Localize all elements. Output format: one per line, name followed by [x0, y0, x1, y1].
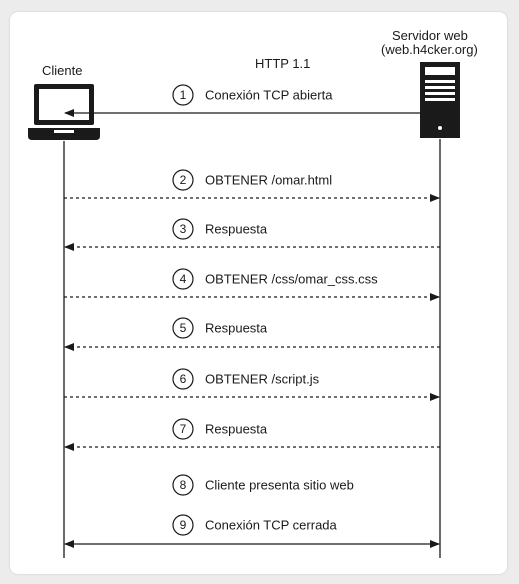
step-7: 7 Respuesta — [64, 418, 440, 451]
step-label: Respuesta — [205, 321, 268, 336]
step-number: 8 — [180, 478, 187, 492]
step-label: OBTENER /css/omar_css.css — [205, 272, 378, 287]
step-number-circle — [172, 368, 194, 390]
step-number: 6 — [180, 372, 187, 386]
step-number: 7 — [180, 422, 187, 436]
step-4: 4 OBTENER /css/omar_css.css — [64, 268, 440, 301]
step-number-circle — [172, 514, 194, 536]
step-5: 5 Respuesta — [64, 317, 440, 351]
step-number-circle — [172, 418, 194, 440]
step-3: 3 Respuesta — [64, 218, 440, 251]
step-1: 1 Conexión TCP abierta — [64, 84, 440, 117]
step-number: 2 — [180, 173, 187, 187]
client-label: Cliente — [42, 63, 83, 78]
step-label: OBTENER /omar.html — [205, 173, 332, 188]
server-tower-icon — [420, 62, 460, 138]
server-host-label: (web.h4cker.org) — [381, 42, 478, 57]
step-9: 9 Conexión TCP cerrada — [64, 514, 440, 548]
step-number-circle — [172, 218, 194, 240]
step-label: Conexión TCP cerrada — [205, 518, 338, 533]
step-number-circle — [172, 474, 194, 496]
step-number: 9 — [180, 518, 187, 532]
step-number: 4 — [180, 272, 187, 286]
step-6: 6 OBTENER /script.js — [64, 368, 440, 401]
step-label: Conexión TCP abierta — [205, 88, 333, 103]
step-number: 5 — [180, 321, 187, 335]
step-label: OBTENER /script.js — [205, 372, 320, 387]
step-number: 1 — [180, 88, 187, 102]
server-label: Servidor web — [392, 28, 468, 43]
protocol-title: HTTP 1.1 — [255, 56, 311, 71]
step-number-circle — [172, 169, 194, 191]
step-8: 8 Cliente presenta sitio web — [172, 474, 354, 496]
step-number-circle — [172, 268, 194, 290]
step-number-circle — [172, 317, 194, 339]
step-label: Respuesta — [205, 422, 268, 437]
step-number: 3 — [180, 222, 187, 236]
step-label: Respuesta — [205, 222, 268, 237]
step-number-circle — [172, 84, 194, 106]
step-2: 2 OBTENER /omar.html — [64, 169, 440, 202]
laptop-icon — [28, 84, 100, 140]
step-label: Cliente presenta sitio web — [205, 478, 354, 493]
